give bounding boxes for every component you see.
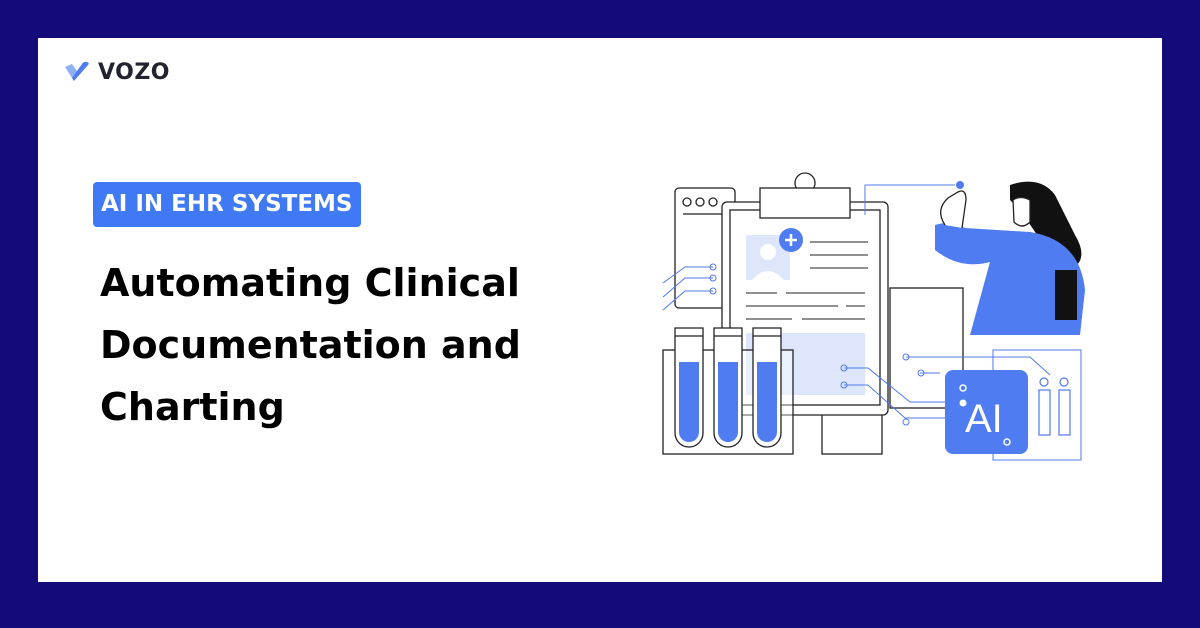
ai-label: AI	[965, 397, 1003, 441]
banner-card	[38, 38, 1162, 582]
checkmark-heart-icon	[65, 61, 89, 81]
brand-name: VOZO	[98, 60, 170, 85]
clinical-ai-illustration: AI	[662, 172, 1085, 461]
page-title: Automating Clinical Documentation and Ch…	[100, 261, 521, 429]
category-badge: AI IN EHR SYSTEMS	[93, 182, 361, 227]
brand-logo: VOZO	[62, 60, 170, 85]
